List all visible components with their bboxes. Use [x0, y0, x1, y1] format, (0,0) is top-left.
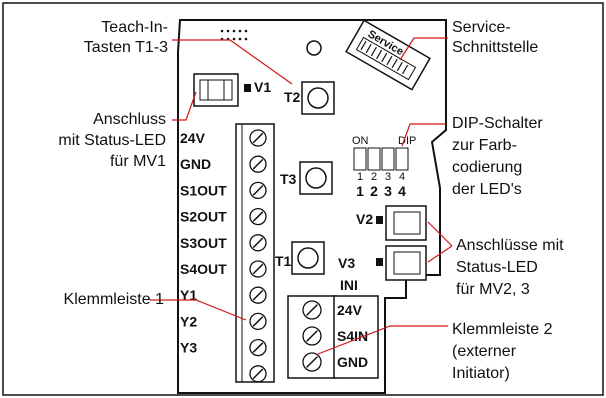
svg-text:Klemmleiste 1: Klemmleiste 1	[64, 291, 165, 308]
callout-teach-in: Teach-In- Tasten T1-3	[84, 19, 168, 56]
led-label-v2: V2	[356, 211, 373, 227]
svg-text:Initiator): Initiator)	[452, 365, 510, 382]
terminal-label: S1OUT	[180, 182, 227, 198]
button-label-t3: T3	[280, 171, 297, 187]
dip-top-number: 1	[357, 171, 363, 183]
svg-text:für MV2, 3: für MV2, 3	[456, 281, 530, 298]
svg-text:DIP-Schalter: DIP-Schalter	[452, 115, 543, 132]
connector-mv2	[376, 205, 427, 241]
terminal2-screw-slot	[306, 304, 318, 316]
terminal-label: Y2	[180, 313, 197, 329]
callout-connectors-mv23: Anschlüsse mit Status-LED für MV2, 3	[456, 237, 564, 298]
callout-connector-mv1: Anschluss mit Status-LED für MV1	[58, 111, 166, 170]
terminal-screw-slot	[252, 158, 264, 170]
dip-number: 2	[370, 183, 378, 199]
terminal-label: 24V	[180, 130, 206, 146]
terminal-strip-2	[287, 295, 379, 379]
svg-text:Service-: Service-	[452, 19, 511, 36]
terminal-screw-slot	[252, 368, 264, 380]
svg-text:Anschluss: Anschluss	[93, 111, 166, 128]
button-t2	[301, 81, 335, 115]
svg-text:Klemmleiste 2: Klemmleiste 2	[452, 321, 553, 338]
button-label-t2: T2	[284, 89, 301, 105]
terminal-strip-1	[235, 123, 275, 383]
led-v1	[244, 84, 251, 92]
terminal2-screw-slot	[306, 356, 318, 368]
button-t1	[291, 241, 325, 275]
svg-text:Status-LED: Status-LED	[456, 259, 538, 276]
svg-text:Anschlüsse mit: Anschlüsse mit	[456, 237, 564, 254]
terminal-screw-slot	[252, 132, 264, 144]
terminal-screw-slot	[252, 289, 264, 301]
svg-text:der LED's: der LED's	[452, 181, 522, 198]
dip-on-label: ON	[352, 135, 369, 147]
dip-top-number: 2	[371, 171, 377, 183]
terminal-screw-slot	[252, 211, 264, 222]
terminal-label: S3OUT	[180, 235, 227, 251]
terminal-label: S4OUT	[180, 261, 227, 277]
terminal-screw-slot	[252, 263, 264, 275]
terminal-screw-slot	[252, 185, 264, 196]
terminal2-label: 24V	[337, 302, 363, 318]
button-t3	[299, 161, 333, 195]
terminal-label-ini: INI	[340, 277, 358, 293]
terminal-label: Y3	[180, 340, 197, 356]
leader-lines	[150, 37, 453, 355]
pcb-dot-pattern	[220, 29, 248, 41]
terminal-label: GND	[180, 156, 211, 172]
svg-text:Tasten T1-3: Tasten T1-3	[84, 39, 168, 56]
led-label-v3: V3	[338, 255, 355, 271]
terminal2-label: GND	[337, 354, 368, 370]
callout-terminal-strip-1: Klemmleiste 1	[64, 291, 165, 308]
callout-terminal-strip-2: Klemmleiste 2 (externer Initiator)	[452, 321, 553, 382]
connector-mv3	[376, 245, 427, 281]
svg-text:für MV1: für MV1	[110, 153, 166, 170]
svg-text:(externer: (externer	[452, 343, 517, 360]
dip-number: 3	[384, 183, 392, 199]
svg-text:mit Status-LED: mit Status-LED	[58, 132, 166, 149]
dip-label: DIP	[398, 135, 416, 147]
terminal-screw-slot	[252, 342, 264, 353]
led-label-v1: V1	[254, 79, 271, 95]
mounting-hole	[306, 40, 322, 56]
svg-text:Schnittstelle: Schnittstelle	[452, 39, 538, 56]
button-label-t1: T1	[275, 253, 292, 269]
terminal-screw-slot	[252, 237, 264, 249]
led-v2	[376, 216, 383, 224]
dip-number: 4	[398, 183, 406, 199]
dip-number: 1	[356, 183, 364, 199]
callout-service: Service- Schnittstelle	[452, 19, 538, 56]
dip-top-number: 4	[399, 171, 405, 183]
terminal-label: S2OUT	[180, 209, 227, 225]
svg-text:zur Farb-: zur Farb-	[452, 137, 517, 154]
service-connector: Service	[345, 19, 431, 91]
callout-dip-switch: DIP-Schalter zur Farb- codierung der LED…	[452, 115, 543, 198]
connector-mv1	[193, 73, 251, 107]
svg-text:codierung: codierung	[452, 159, 522, 176]
dip-top-number: 3	[385, 171, 391, 183]
led-v3	[376, 258, 383, 266]
svg-text:Teach-In-: Teach-In-	[101, 19, 168, 36]
dip-switch: ON DIP 1 2 3 4 1 2 3 4	[352, 135, 416, 199]
terminal-label: Y1	[180, 287, 197, 303]
terminal2-label: S4IN	[337, 328, 368, 344]
terminal-screw-slot	[252, 316, 264, 327]
terminal2-screw-slot	[306, 330, 318, 342]
